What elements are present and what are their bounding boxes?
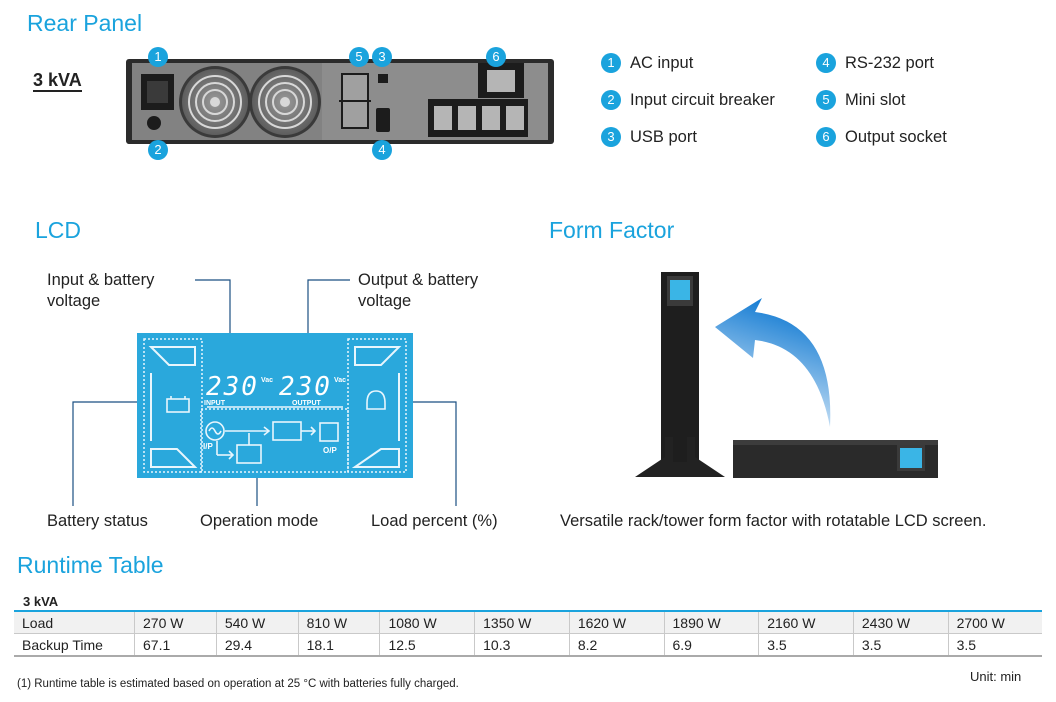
legend-label: AC input: [630, 53, 694, 72]
legend-rs232-port: 4 RS-232 port: [816, 52, 934, 74]
legend-mini-slot: 5 Mini slot: [816, 89, 906, 111]
table-cell: 3.5: [852, 633, 949, 657]
table-cell: 3.5: [758, 633, 854, 657]
runtime-unit-note: Unit: min: [970, 669, 1022, 684]
lcd-ip-label: I/P: [203, 442, 213, 451]
callout-load-percent: Load percent (%): [371, 512, 498, 530]
ups-form-factor-image: [635, 272, 938, 478]
callout-badge-1: 1: [148, 47, 168, 67]
table-cell: 1890 W: [663, 612, 759, 634]
form-factor-heading: Form Factor: [549, 217, 675, 243]
legend-label: USB port: [630, 127, 697, 146]
table-cell: 18.1: [297, 633, 380, 657]
lcd-input-unit: Vac: [261, 377, 274, 384]
table-cell: 810 W: [297, 612, 380, 634]
table-cell: 12.5: [379, 633, 475, 657]
callout-battery-status: Battery status: [47, 512, 148, 530]
table-cell: 29.4: [215, 633, 299, 657]
callout-input-battery-voltage: Input & battery voltage: [47, 271, 155, 310]
lcd-input-value: 230: [206, 372, 259, 402]
callout-output-battery-voltage: Output & battery voltage: [358, 271, 479, 310]
lcd-heading: LCD: [35, 217, 82, 243]
ups-rear-panel-image: [126, 59, 554, 144]
legend-label: RS-232 port: [845, 53, 934, 72]
rear-panel-heading: Rear Panel: [27, 10, 143, 36]
legend-label: Output socket: [845, 127, 947, 146]
runtime-table-model: 3 kVA: [23, 594, 59, 609]
legend-badge: 4: [816, 53, 836, 73]
table-row-label: Load: [14, 612, 135, 634]
table-cell: 2700 W: [947, 612, 1042, 634]
callout-badge-5: 5: [349, 47, 369, 67]
table-cell: 2430 W: [852, 612, 949, 634]
legend-input-breaker: 2 Input circuit breaker: [601, 89, 775, 111]
fan-right: [249, 66, 321, 138]
table-cell: 2160 W: [758, 612, 854, 634]
legend-output-socket: 6 Output socket: [816, 126, 947, 148]
runtime-footnote: (1) Runtime table is estimated based on …: [17, 678, 459, 690]
table-cell: 1080 W: [379, 612, 475, 634]
table-cell: 8.2: [568, 633, 664, 657]
legend-badge: 3: [601, 127, 621, 147]
callout-badge-6: 6: [486, 47, 506, 67]
runtime-table-divider: [14, 610, 1042, 612]
legend-badge: 6: [816, 127, 836, 147]
table-cell: 6.9: [663, 633, 759, 657]
legend-ac-input: 1 AC input: [601, 52, 693, 74]
legend-badge: 2: [601, 90, 621, 110]
callout-badge-2: 2: [148, 140, 168, 160]
form-factor-caption: Versatile rack/tower form factor with ro…: [560, 512, 987, 530]
lcd-op-label: O/P: [323, 446, 337, 455]
table-cell: 10.3: [474, 633, 570, 657]
legend-label: Input circuit breaker: [630, 90, 775, 109]
table-cell: 3.5: [947, 633, 1042, 657]
lcd-output-unit: Vac: [334, 377, 347, 384]
lcd-output-label: OUTPUT: [292, 400, 321, 407]
table-cell: 1350 W: [474, 612, 570, 634]
table-cell: 67.1: [134, 633, 217, 657]
runtime-table-heading: Runtime Table: [17, 552, 164, 578]
table-cell: 270 W: [134, 612, 217, 634]
legend-badge: 1: [601, 53, 621, 73]
table-cell: 1620 W: [568, 612, 664, 634]
lcd-output-value: 230: [279, 372, 332, 402]
legend-usb-port: 3 USB port: [601, 126, 697, 148]
callout-operation-mode: Operation mode: [200, 512, 319, 530]
legend-badge: 5: [816, 90, 836, 110]
lcd-display: [137, 333, 413, 478]
callout-badge-4: 4: [372, 140, 392, 160]
table-cell: 540 W: [215, 612, 299, 634]
fan-left: [179, 66, 251, 138]
table-row-label: Backup Time: [14, 633, 135, 657]
lcd-input-label: INPUT: [204, 400, 225, 407]
callout-badge-3: 3: [372, 47, 392, 67]
rear-panel-model: 3 kVA: [33, 70, 82, 92]
legend-label: Mini slot: [845, 90, 906, 109]
